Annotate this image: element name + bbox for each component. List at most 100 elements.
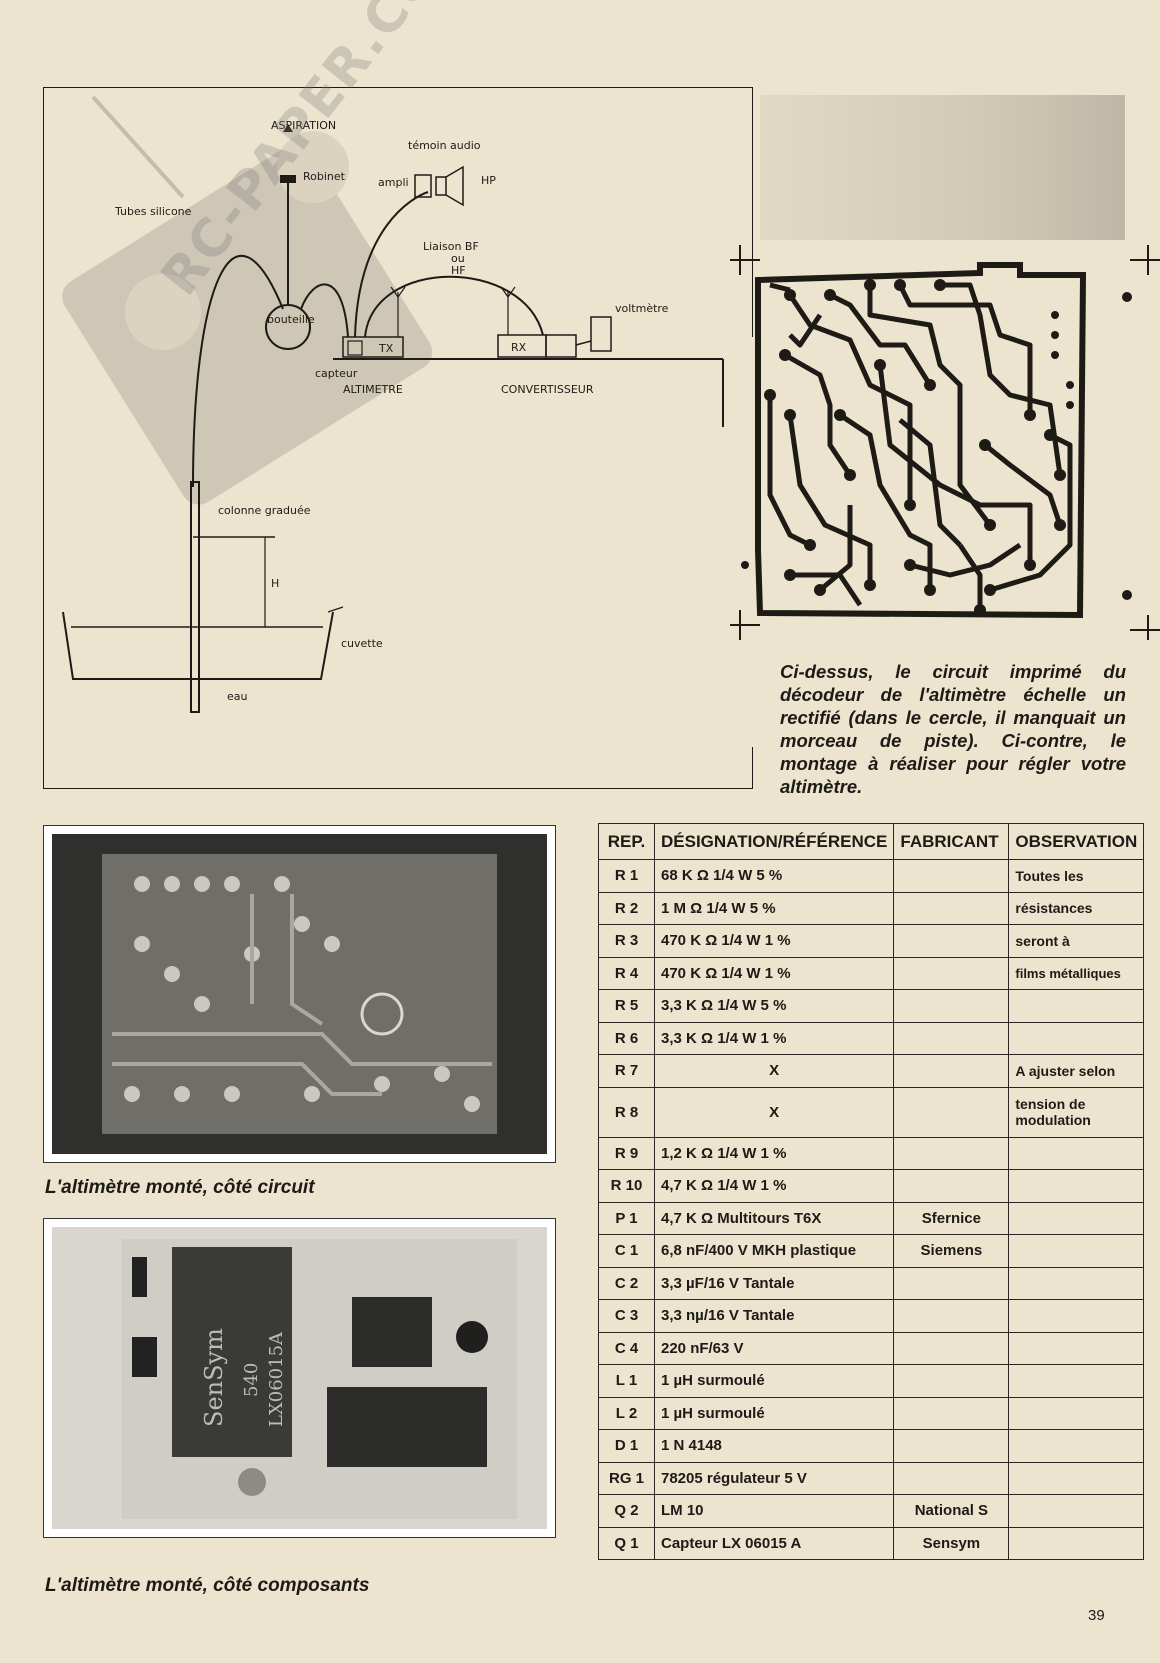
cell-rep: C 4 — [598, 1331, 655, 1365]
cell-fabricant — [893, 1396, 1010, 1430]
cell-fabricant: Sfernice — [893, 1201, 1010, 1235]
cell-observation — [1008, 1429, 1145, 1463]
cell-designation: 6,8 nF/400 V MKH plastique — [653, 1234, 895, 1268]
cell-fabricant — [893, 956, 1010, 990]
cell-fabricant — [893, 1331, 1010, 1365]
cell-fabricant — [893, 1461, 1010, 1495]
label-capteur: capteur — [315, 367, 358, 380]
cell-designation: 1 N 4148 — [653, 1429, 895, 1463]
cell-observation — [1008, 1396, 1145, 1430]
label-rx: RX — [511, 341, 527, 354]
label-cuvette: cuvette — [341, 637, 383, 650]
label-altimetre: ALTIMETRE — [343, 383, 403, 396]
bleed-through-image — [760, 95, 1125, 240]
svg-text:540: 540 — [241, 1363, 262, 1397]
cell-observation — [1008, 1234, 1145, 1268]
caption-circuit-side: L'altimètre monté, côté circuit — [45, 1177, 315, 1198]
cell-designation: 68 K Ω 1/4 W 5 % — [653, 859, 895, 893]
cell-observation — [1008, 1494, 1145, 1528]
label-colonne-graduee: colonne graduée — [218, 504, 311, 517]
cell-rep: R 10 — [598, 1169, 655, 1203]
cell-designation: 4,7 K Ω 1/4 W 1 % — [653, 1169, 895, 1203]
cell-designation: 3,3 K Ω 1/4 W 1 % — [653, 1021, 895, 1055]
label-tubes-silicone: Tubes silicone — [114, 205, 192, 218]
cell-observation: films métalliques — [1008, 956, 1145, 990]
cell-fabricant — [893, 1169, 1010, 1203]
test-setup-diagram: ASPIRATION Robinet témoin audio ampli HP… — [43, 87, 753, 789]
photo-component-side: SenSym 540 LX06015A — [43, 1218, 556, 1538]
cell-fabricant: Siemens — [893, 1234, 1010, 1268]
cell-rep: C 1 — [598, 1234, 655, 1268]
cell-designation: 1 µH surmoulé — [653, 1364, 895, 1398]
cell-designation: 3,3 K Ω 1/4 W 5 % — [653, 989, 895, 1023]
cell-observation — [1008, 1169, 1145, 1203]
page-number: 39 — [1088, 1607, 1105, 1624]
cell-rep: Q 2 — [598, 1494, 655, 1528]
cell-fabricant — [893, 1054, 1010, 1088]
diagram-svg: ASPIRATION Robinet témoin audio ampli HP… — [43, 87, 753, 789]
cell-designation: 470 K Ω 1/4 W 1 % — [653, 956, 895, 990]
cell-fabricant — [893, 1364, 1010, 1398]
cell-designation: X — [653, 1086, 895, 1138]
cell-rep: L 1 — [598, 1364, 655, 1398]
cell-designation: 4,7 K Ω Multitours T6X — [653, 1201, 895, 1235]
cell-fabricant: Sensym — [893, 1526, 1010, 1560]
label-eau: eau — [227, 690, 247, 703]
pcb-svg — [720, 245, 1160, 640]
label-hf: HF — [451, 264, 466, 277]
cell-designation: LM 10 — [653, 1494, 895, 1528]
figure-caption: Ci-dessus, le circuit imprimé du décodeu… — [780, 661, 1126, 797]
cell-rep: R 5 — [598, 989, 655, 1023]
cell-observation — [1008, 1136, 1145, 1170]
cell-rep: Q 1 — [598, 1526, 655, 1560]
cell-designation: 78205 régulateur 5 V — [653, 1461, 895, 1495]
cell-designation: 3,3 µF/16 V Tantale — [653, 1266, 895, 1300]
cell-rep: RG 1 — [598, 1461, 655, 1495]
cell-designation: 1,2 K Ω 1/4 W 1 % — [653, 1136, 895, 1170]
label-ampli: ampli — [378, 176, 409, 189]
cell-observation — [1008, 1266, 1145, 1300]
cell-observation — [1008, 1299, 1145, 1333]
cell-observation: Toutes les — [1008, 859, 1145, 893]
label-hp: HP — [481, 174, 496, 187]
cell-observation: A ajuster selon — [1008, 1054, 1145, 1088]
label-tx: TX — [378, 342, 394, 355]
cell-designation: 220 nF/63 V — [653, 1331, 895, 1365]
table-header-row: REP. DÉSIGNATION/RÉFÉRENCE FABRICANT OBS… — [598, 823, 1145, 860]
label-temoin-audio: témoin audio — [408, 139, 481, 152]
label-aspiration: ASPIRATION — [271, 119, 336, 132]
cell-observation: seront à — [1008, 924, 1145, 958]
cell-rep: P 1 — [598, 1201, 655, 1235]
cell-rep: R 4 — [598, 956, 655, 990]
photo-component-image: SenSym 540 LX06015A — [52, 1227, 547, 1529]
cell-observation — [1008, 1021, 1145, 1055]
label-convertisseur: CONVERTISSEUR — [501, 383, 594, 396]
photo-circuit-image — [52, 834, 547, 1154]
label-bouteille: bouteille — [267, 313, 315, 326]
header-observation: OBSERVATION — [1008, 823, 1145, 860]
header-rep: REP. — [598, 823, 655, 860]
label-liaison: Liaison BF — [423, 240, 479, 253]
cell-observation: tension de modulation — [1008, 1086, 1145, 1138]
cell-observation — [1008, 989, 1145, 1023]
cell-observation: résistances — [1008, 891, 1145, 925]
cell-fabricant — [893, 1429, 1010, 1463]
label-ou: ou — [451, 252, 465, 265]
cell-rep: R 3 — [598, 924, 655, 958]
label-robinet: Robinet — [303, 170, 346, 183]
ghost-transmitter-image — [62, 95, 433, 505]
